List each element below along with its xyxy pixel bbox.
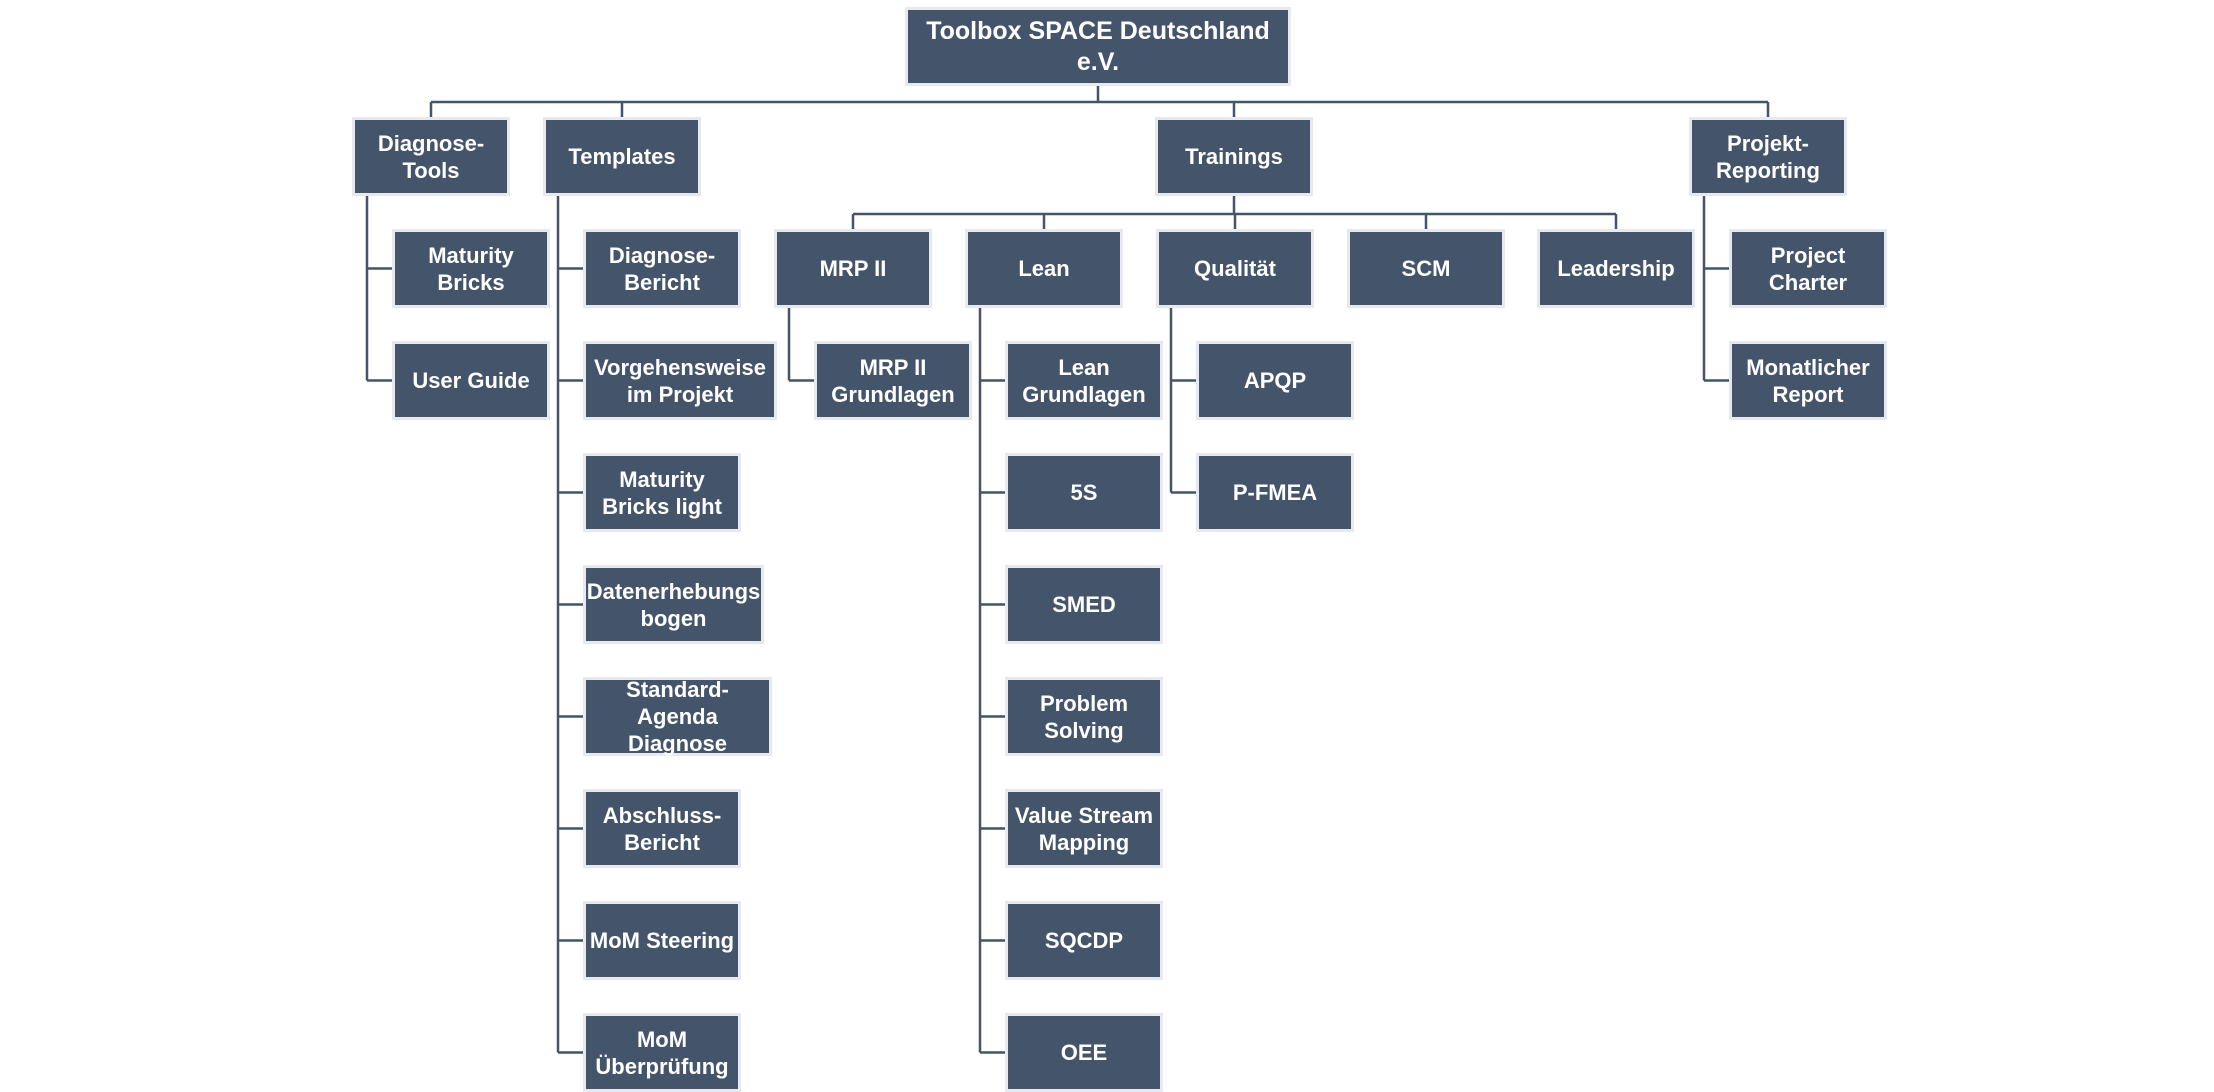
node-diagnose-bericht: Diagnose- Bericht — [583, 229, 741, 308]
node-label: P-FMEA — [1232, 480, 1318, 505]
node-label: Diagnose- Tools — [377, 130, 485, 183]
node-label: SMED — [1052, 592, 1116, 617]
node-leadership: Leadership — [1537, 229, 1695, 308]
node-label: Diagnose- Bericht — [608, 242, 716, 295]
node-label: Templates — [568, 144, 676, 169]
node-label: Trainings — [1185, 144, 1283, 169]
node-label: Leadership — [1557, 256, 1675, 281]
node-oee: OEE — [1005, 1013, 1163, 1092]
node-label: Projekt- Reporting — [1716, 130, 1820, 183]
node-label: Monatlicher Report — [1746, 354, 1870, 407]
node-monatlicher-report: Monatlicher Report — [1729, 341, 1887, 420]
node-mrp-ii-grundlagen: MRP II Grundlagen — [814, 341, 972, 420]
node-label: User Guide — [412, 368, 530, 393]
node-vorgehensweise: Vorgehensweise im Projekt — [583, 341, 777, 420]
node-apqp: APQP — [1196, 341, 1354, 420]
node-label: Standard-Agenda Diagnose — [626, 677, 729, 756]
node-sqcdp: SQCDP — [1005, 901, 1163, 980]
node-p-fmea: P-FMEA — [1196, 453, 1354, 532]
node-project-charter: Project Charter — [1729, 229, 1887, 308]
node-qualitaet: Qualität — [1156, 229, 1314, 308]
node-label: Abschluss- Bericht — [602, 802, 722, 855]
node-label: SQCDP — [1044, 928, 1124, 953]
node-label: Project Charter — [1768, 242, 1848, 295]
node-label: Vorgehensweise im Projekt — [594, 354, 766, 407]
node-label: SCM — [1401, 256, 1451, 281]
node-label: Datenerhebungs bogen — [586, 578, 761, 631]
node-user-guide: User Guide — [392, 341, 550, 420]
node-maturity-bricks: Maturity Bricks — [392, 229, 550, 308]
node-label: Maturity Bricks light — [602, 466, 722, 519]
node-value-stream-mapping: Value Stream Mapping — [1005, 789, 1163, 868]
node-label: OEE — [1060, 1040, 1108, 1065]
node-label: Maturity Bricks — [428, 242, 514, 295]
node-root: Toolbox SPACE Deutschland e.V. — [905, 7, 1291, 86]
node-mrp-ii: MRP II — [774, 229, 932, 308]
node-label: MRP II Grundlagen — [831, 354, 955, 407]
node-label: Lean Grundlagen — [1022, 354, 1146, 407]
node-mom-ueberpruefung: MoM Überprüfung — [583, 1013, 741, 1092]
node-smed: SMED — [1005, 565, 1163, 644]
node-projekt-reporting: Projekt- Reporting — [1689, 117, 1847, 196]
node-problem-solving: Problem Solving — [1005, 677, 1163, 756]
node-scm: SCM — [1347, 229, 1505, 308]
node-lean-grundlagen: Lean Grundlagen — [1005, 341, 1163, 420]
node-abschluss-bericht: Abschluss- Bericht — [583, 789, 741, 868]
node-label: APQP — [1243, 368, 1307, 393]
node-label: MRP II — [819, 256, 887, 281]
node-label: Problem Solving — [1039, 690, 1129, 743]
node-label: 5S — [1070, 480, 1098, 505]
node-label: Qualität — [1194, 256, 1276, 281]
node-mom-steering: MoM Steering — [583, 901, 741, 980]
node-label: Toolbox SPACE Deutschland e.V. — [926, 16, 1270, 76]
node-diagnose-tools: Diagnose- Tools — [352, 117, 510, 196]
node-label: MoM Steering — [589, 928, 735, 953]
node-maturity-bricks-light: Maturity Bricks light — [583, 453, 741, 532]
node-label: Lean — [1018, 256, 1070, 281]
node-standard-agenda: Standard-Agenda Diagnose — [583, 677, 772, 756]
node-label: Value Stream Mapping — [1014, 802, 1154, 855]
node-lean: Lean — [965, 229, 1123, 308]
node-datenerhebungsbogen: Datenerhebungs bogen — [583, 565, 764, 644]
node-templates: Templates — [543, 117, 701, 196]
node-label: MoM Überprüfung — [595, 1026, 729, 1079]
node-5s: 5S — [1005, 453, 1163, 532]
node-trainings: Trainings — [1155, 117, 1313, 196]
